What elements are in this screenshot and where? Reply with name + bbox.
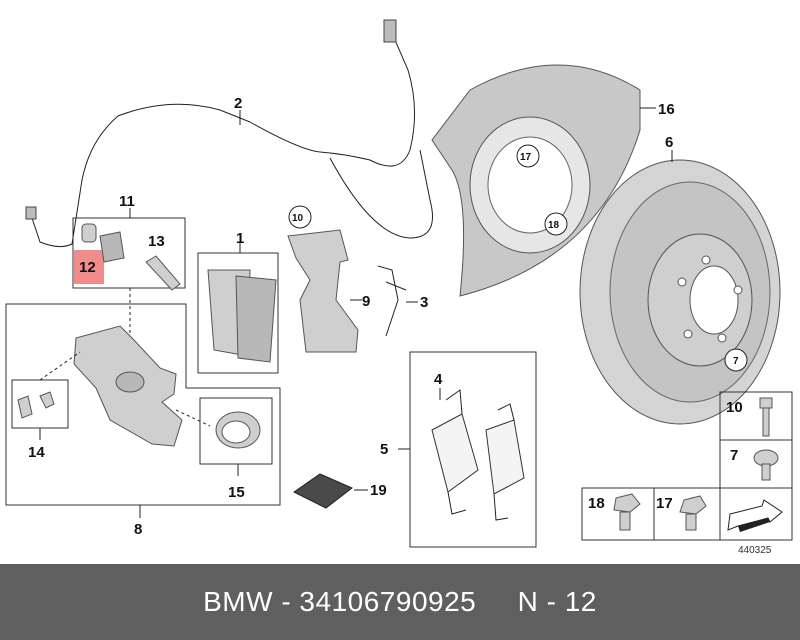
guide-bolt-part[interactable] xyxy=(145,255,181,291)
label-16: 16 xyxy=(658,101,675,118)
label-10-ref: 10 xyxy=(292,213,304,224)
label-8: 8 xyxy=(134,521,142,538)
bleeder-screw-part[interactable] xyxy=(17,391,55,419)
footer-bar: BMW - 34106790925 N - 12 xyxy=(0,564,800,640)
label-5: 5 xyxy=(380,441,388,458)
brake-disc-part[interactable] xyxy=(579,159,781,425)
label-6: 6 xyxy=(665,134,673,151)
caliper-carrier-part[interactable] xyxy=(287,229,359,353)
label-7-ref: 7 xyxy=(733,356,739,367)
highlight-12 xyxy=(74,250,104,284)
dust-shield-part[interactable] xyxy=(431,64,641,297)
label-17: 17 xyxy=(656,495,673,512)
label-14: 14 xyxy=(28,444,45,461)
footer-text: BMW - 34106790925 N - 12 xyxy=(203,586,597,617)
seal-kit-box xyxy=(199,397,273,465)
label-1: 1 xyxy=(236,230,244,247)
caliper-housing-part[interactable] xyxy=(73,325,183,447)
piston-seal-part[interactable] xyxy=(215,411,261,449)
label-3: 3 xyxy=(420,294,428,311)
label-11: 11 xyxy=(119,193,135,210)
repair-kit-box xyxy=(72,217,186,289)
label-12: 12 xyxy=(79,259,96,276)
label-10: 10 xyxy=(726,399,743,416)
bolt-part[interactable] xyxy=(679,495,707,531)
spring-clip-part[interactable] xyxy=(377,265,407,337)
label-18-ref: 18 xyxy=(548,220,560,231)
reference-number: 440325 xyxy=(738,545,772,556)
brake-pads-box xyxy=(197,252,279,374)
wear-sensor-wire[interactable] xyxy=(25,19,433,248)
caliper-assembly-box xyxy=(5,303,281,506)
collar-bolt-part[interactable] xyxy=(613,493,641,531)
arrow-icon xyxy=(727,499,783,532)
label-9: 9 xyxy=(362,293,370,310)
label-19: 19 xyxy=(370,482,387,499)
arrow-box xyxy=(719,487,793,541)
label-13: 13 xyxy=(148,233,165,250)
label-4: 4 xyxy=(434,371,443,388)
screw-part[interactable] xyxy=(753,449,779,481)
brake-pad-parts[interactable] xyxy=(207,269,277,363)
guide-bushing-part[interactable] xyxy=(81,223,125,263)
hex-bolt-part[interactable] xyxy=(759,397,773,437)
label-15: 15 xyxy=(228,484,245,501)
paste-sachet-part[interactable] xyxy=(293,473,353,509)
label-18: 18 xyxy=(588,495,605,512)
spring-plate-right-part[interactable] xyxy=(485,403,525,521)
label-2: 2 xyxy=(234,95,242,112)
label-17-ref: 17 xyxy=(520,152,532,163)
label-7: 7 xyxy=(730,447,738,464)
spring-plate-left-part[interactable] xyxy=(431,389,479,515)
